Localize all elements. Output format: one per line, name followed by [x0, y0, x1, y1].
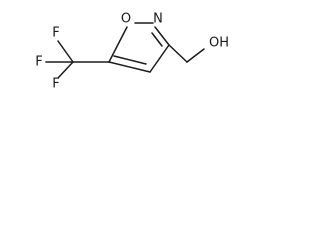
bonds	[45, 22, 205, 79]
atom-n-ring: N	[153, 12, 163, 27]
bond-c-f-top	[57, 40, 74, 63]
bond-c5-o	[108, 26, 128, 63]
bond-c4-c5	[108, 61, 151, 73]
atom-f-left: F	[35, 55, 42, 70]
bond-c-f-bottom	[57, 61, 74, 79]
atom-labels: O N OH F F F	[35, 12, 229, 92]
chemical-structure-diagram: O N OH F F F	[35, 12, 229, 92]
atom-o-ring: O	[121, 12, 131, 27]
atom-oh: OH	[209, 36, 229, 51]
atom-f-top: F	[52, 26, 59, 41]
bond-c4-c5-inner	[113, 55, 147, 65]
structure-canvas: O N OH F F F	[0, 0, 238, 93]
atom-f-bottom: F	[52, 77, 59, 92]
bond-n-c3-inner	[151, 32, 163, 47]
bond-ch2-oh	[186, 48, 205, 63]
bond-c3-c4	[149, 44, 170, 73]
bond-n-c3	[154, 26, 170, 46]
bond-c3-ch2	[168, 44, 188, 63]
